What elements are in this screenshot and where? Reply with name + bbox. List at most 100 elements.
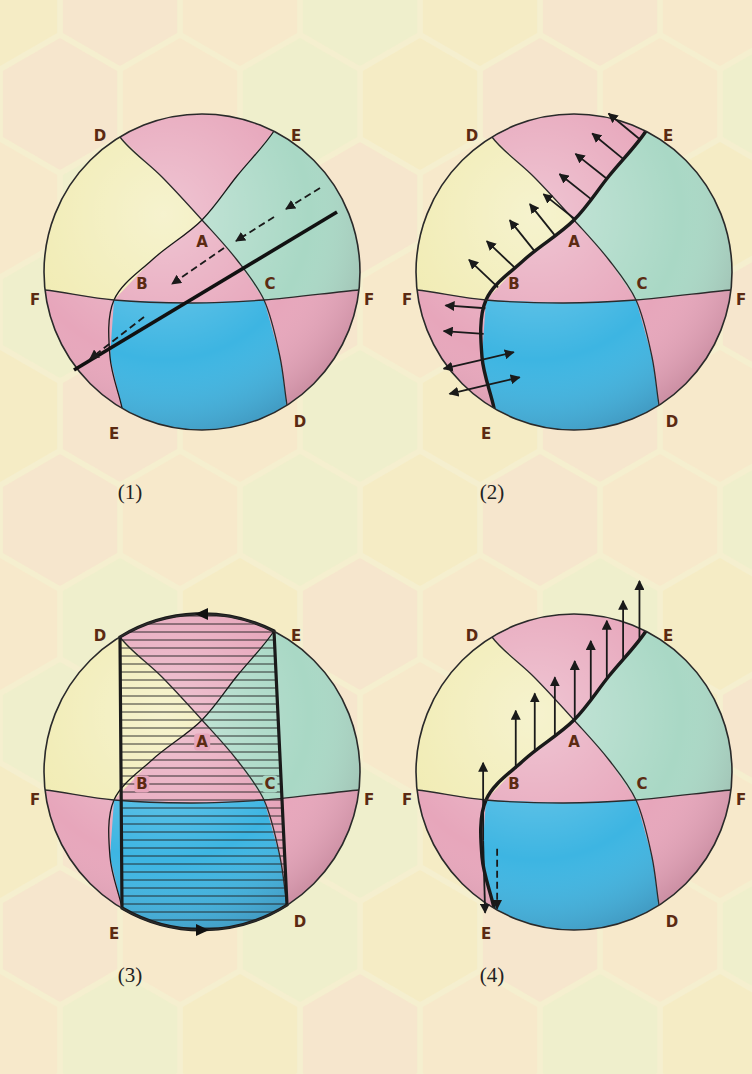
pink-quadrant bbox=[42, 112, 362, 432]
point-label: E bbox=[289, 128, 303, 145]
point-label: E bbox=[107, 926, 121, 943]
nodal-curve bbox=[109, 102, 288, 442]
point-label: E bbox=[289, 628, 303, 645]
motion-arrow bbox=[606, 621, 608, 679]
hex-tile bbox=[123, 454, 237, 586]
sphere-1 bbox=[2, 72, 402, 492]
motion-arrow bbox=[559, 174, 590, 199]
motion-arrow bbox=[515, 711, 517, 769]
sphere-shading bbox=[42, 112, 362, 432]
pink-quadrant bbox=[414, 612, 734, 932]
slip-arrow bbox=[172, 248, 224, 284]
motion-arrow bbox=[483, 352, 514, 359]
point-label: D bbox=[464, 128, 480, 145]
sphere-4 bbox=[374, 572, 752, 992]
hex-tile bbox=[183, 974, 297, 1074]
point-label: C bbox=[634, 776, 649, 793]
hex-tile bbox=[543, 974, 657, 1074]
nodal-curve bbox=[104, 604, 294, 942]
pink-quadrant bbox=[42, 612, 362, 932]
motion-arrow bbox=[450, 385, 489, 394]
motion-arrow bbox=[444, 360, 483, 369]
motion-arrow bbox=[543, 194, 574, 219]
point-label: B bbox=[134, 776, 149, 793]
nodal-curve bbox=[481, 602, 660, 942]
figure-number: (1) bbox=[118, 482, 143, 503]
motion-arrow bbox=[483, 841, 485, 913]
nodal-curve bbox=[104, 104, 294, 442]
motion-arrow bbox=[444, 331, 484, 334]
point-label: D bbox=[292, 414, 308, 431]
point-label: B bbox=[506, 776, 521, 793]
hex-tile bbox=[603, 454, 717, 586]
rotation-arrow bbox=[195, 608, 208, 620]
point-label: C bbox=[262, 776, 277, 793]
slip-arrow bbox=[286, 188, 320, 209]
point-label: E bbox=[661, 628, 675, 645]
slip-arrow bbox=[236, 217, 274, 241]
nodal-curve bbox=[481, 102, 660, 442]
motion-arrow bbox=[554, 677, 556, 735]
point-label: F bbox=[28, 292, 42, 309]
motion-arrow bbox=[487, 241, 516, 269]
motion-arrow bbox=[488, 377, 519, 384]
point-label: E bbox=[107, 426, 121, 443]
sphere-3 bbox=[2, 572, 402, 992]
motion-arrow bbox=[592, 133, 623, 158]
point-label: A bbox=[566, 234, 582, 251]
point-label: F bbox=[734, 792, 748, 809]
point-label: D bbox=[292, 914, 308, 931]
slip-arrow bbox=[90, 317, 144, 359]
motion-arrow bbox=[496, 849, 498, 909]
rotation-arrow bbox=[196, 924, 209, 936]
sphere-outline bbox=[44, 614, 360, 930]
sphere-outline bbox=[416, 614, 732, 930]
point-label: A bbox=[194, 234, 210, 251]
point-label: C bbox=[634, 276, 649, 293]
motion-arrow bbox=[534, 693, 536, 751]
motion-arrow bbox=[530, 204, 555, 235]
hex-tile bbox=[63, 974, 177, 1074]
hex-tile bbox=[303, 974, 417, 1074]
point-label: A bbox=[194, 734, 210, 751]
point-label: F bbox=[734, 292, 748, 309]
sphere-2 bbox=[374, 72, 752, 492]
point-label: D bbox=[664, 914, 680, 931]
point-label: C bbox=[262, 276, 277, 293]
point-label: E bbox=[479, 926, 493, 943]
hex-tile bbox=[0, 974, 57, 1074]
motion-arrow bbox=[510, 220, 535, 251]
point-label: F bbox=[400, 792, 414, 809]
figure-number: (2) bbox=[480, 482, 505, 503]
point-label: F bbox=[400, 292, 414, 309]
point-label: D bbox=[464, 628, 480, 645]
nodal-curve bbox=[476, 104, 666, 442]
hex-tile bbox=[3, 38, 117, 170]
sphere-shading bbox=[414, 612, 734, 932]
motion-arrow bbox=[609, 114, 640, 139]
sphere-shading bbox=[42, 612, 362, 932]
motion-arrow bbox=[622, 601, 624, 659]
motion-arrow bbox=[574, 661, 576, 719]
motion-arrow bbox=[590, 641, 592, 699]
motion-arrow bbox=[639, 581, 641, 639]
nodal-curve bbox=[109, 602, 288, 942]
pink-quadrant bbox=[414, 112, 734, 432]
motion-arrow bbox=[576, 154, 607, 179]
point-label: D bbox=[92, 628, 108, 645]
point-label: B bbox=[134, 276, 149, 293]
motion-arrow bbox=[482, 763, 484, 841]
motion-arrow bbox=[446, 305, 486, 308]
point-label: D bbox=[664, 414, 680, 431]
nodal-curve bbox=[384, 288, 752, 303]
fault-line bbox=[74, 212, 337, 370]
hex-tile bbox=[243, 454, 357, 586]
hex-tile bbox=[663, 974, 752, 1074]
hex-tile bbox=[483, 454, 597, 586]
point-label: D bbox=[92, 128, 108, 145]
hex-tile bbox=[363, 870, 477, 1002]
nodal-curve bbox=[384, 788, 752, 803]
